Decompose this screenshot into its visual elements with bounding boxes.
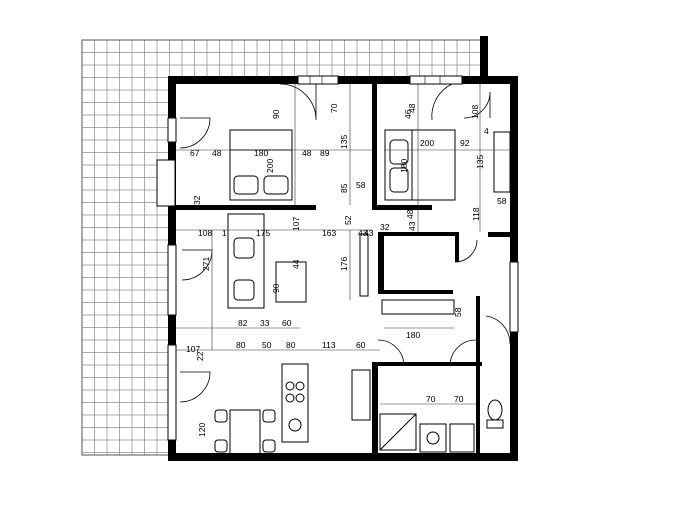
dim-label: 4	[484, 126, 489, 136]
dim-label: 46	[403, 109, 413, 119]
dim-label: 200	[265, 159, 275, 173]
dim-label: 32	[192, 195, 202, 205]
dim-label: 48	[302, 148, 312, 158]
dim-label: 32	[380, 222, 390, 232]
dim-label: 113	[322, 340, 336, 350]
table-icon	[275, 261, 307, 303]
dim-label: 1	[222, 228, 227, 238]
interior-walls	[176, 84, 513, 457]
dim-label: 200	[420, 138, 434, 148]
dim-label: 107	[291, 217, 301, 231]
door-icon	[279, 83, 317, 121]
dimension-lines	[176, 84, 510, 405]
dim-label: 118	[471, 207, 481, 221]
dim-label: 48	[407, 103, 417, 113]
sink-icon	[419, 423, 475, 453]
dim-label: 43	[407, 221, 417, 231]
dim-label: 60	[282, 318, 292, 328]
exterior-walls	[156, 36, 518, 461]
bed-icon	[384, 129, 456, 201]
dim-label: 43	[364, 228, 374, 238]
terrace	[81, 39, 486, 456]
dim-label: 67	[190, 148, 200, 158]
dim-label: 176	[339, 257, 349, 271]
dim-label: 85	[339, 183, 349, 193]
dim-label: 82	[238, 318, 248, 328]
dim-label: 120	[197, 423, 207, 437]
dim-label: 163	[322, 228, 336, 238]
threshold-marks	[309, 76, 441, 84]
dim-label: 271	[201, 257, 211, 271]
dim-label: 107	[186, 344, 200, 354]
dim-label: 48	[405, 209, 415, 219]
windows	[167, 75, 519, 441]
dim-label: 89	[320, 148, 330, 158]
sofa-icon	[227, 213, 307, 309]
dim-label: 180	[254, 148, 268, 158]
dim-label: 43	[358, 228, 368, 238]
dim-label: 180	[406, 330, 420, 340]
dim-label: 58	[453, 307, 463, 317]
dim-label: 108	[470, 105, 480, 119]
dim-label: 175	[256, 228, 270, 238]
dim-label: 22	[195, 351, 205, 361]
dim-label: 52	[343, 215, 353, 225]
dim-label: 135	[339, 135, 349, 149]
dim-label: 92	[460, 138, 470, 148]
stove-icon	[281, 363, 309, 443]
dim-label: 70	[426, 394, 436, 404]
bed-icon	[229, 129, 293, 201]
shower-icon	[379, 413, 417, 451]
dim-label: 70	[329, 103, 339, 113]
dim-label: 135	[475, 155, 485, 169]
dim-label: 108	[198, 228, 212, 238]
dim-label: 70	[454, 394, 464, 404]
window-icon	[297, 75, 339, 85]
doors	[179, 83, 511, 403]
dim-label: 50	[262, 340, 272, 350]
dim-label: 58	[497, 196, 507, 206]
dim-label: 180	[399, 159, 409, 173]
chair-icon	[214, 409, 276, 456]
dim-label: 80	[236, 340, 246, 350]
dimension-labels: 90 70 46 108 67 48 180 48 89 135 200 92 …	[186, 103, 507, 437]
dim-label: 60	[356, 340, 366, 350]
dim-label: 48	[212, 148, 222, 158]
dim-label: 90	[271, 283, 281, 293]
dim-label: 44	[291, 259, 301, 269]
dim-label: 58	[356, 180, 366, 190]
dim-label: 80	[286, 340, 296, 350]
toilet-icon	[486, 399, 504, 429]
dim-label: 90	[271, 109, 281, 119]
dim-label: 33	[260, 318, 270, 328]
wardrobe-icon	[381, 131, 511, 315]
